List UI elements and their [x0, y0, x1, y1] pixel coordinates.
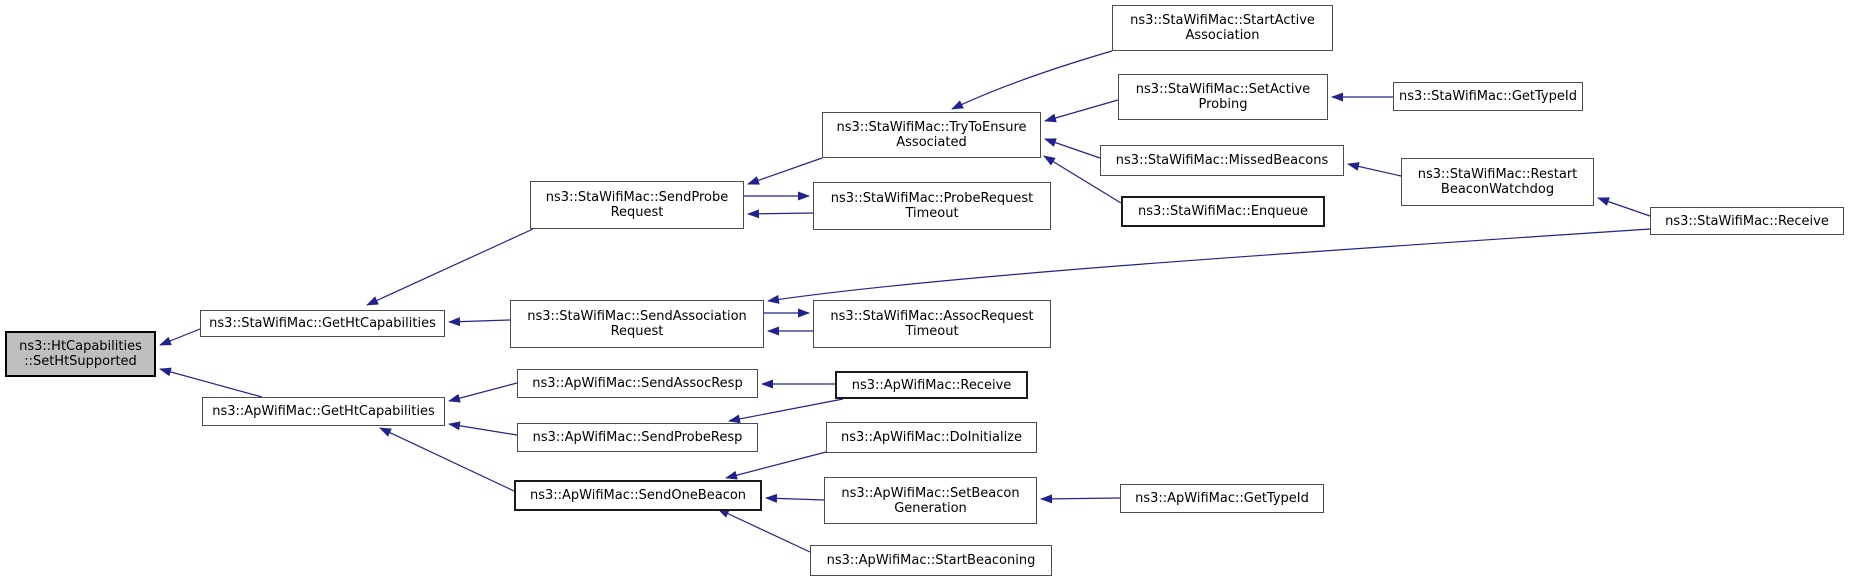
node-ap-send-one-beacon[interactable]: ns3::ApWifiMac::SendOneBeacon — [514, 480, 762, 511]
edge-sta-send-association-request-to-sta-get-ht-capabilities — [448, 317, 511, 327]
node-label-line: Timeout — [905, 206, 959, 221]
node-label-line: Request — [610, 205, 664, 220]
node-label-line: ns3::ApWifiMac::SendProbeResp — [532, 430, 743, 445]
edge-ap-get-type-id-to-ap-set-beacon-generation — [1040, 494, 1121, 504]
node-ap-do-initialize[interactable]: ns3::ApWifiMac::DoInitialize — [826, 422, 1037, 453]
node-ap-send-probe-resp[interactable]: ns3::ApWifiMac::SendProbeResp — [517, 423, 758, 452]
edge-sta-set-active-probing-to-sta-try-to-ensure-associated — [1044, 99, 1119, 123]
node-label-line: ns3::ApWifiMac::Receive — [851, 377, 1012, 393]
node-label-line: ns3::ApWifiMac::DoInitialize — [840, 430, 1023, 445]
edge-ap-send-assoc-resp-to-ap-get-ht-capabilities — [448, 382, 518, 403]
node-ap-receive[interactable]: ns3::ApWifiMac::Receive — [835, 371, 1028, 399]
node-label-line: ns3::StaWifiMac::Enqueue — [1138, 204, 1308, 219]
edge-sta-restart-beacon-watchdog-to-sta-missed-beacons — [1347, 162, 1402, 177]
node-label-line: ns3::StaWifiMac::Receive — [1665, 213, 1829, 229]
node-label-line: ns3::StaWifiMac::ProbeRequest — [830, 191, 1034, 206]
node-label-line: ns3::StaWifiMac::SendProbe — [545, 190, 729, 205]
node-label-line: Request — [610, 324, 664, 339]
node-label-line: ns3::StaWifiMac::AssocRequest — [830, 309, 1034, 324]
node-ap-get-ht-capabilities[interactable]: ns3::ApWifiMac::GetHtCapabilities — [202, 397, 445, 426]
node-label-line: ns3::ApWifiMac::SendOneBeacon — [529, 488, 747, 503]
node-sta-missed-beacons[interactable]: ns3::StaWifiMac::MissedBeacons — [1100, 145, 1344, 176]
edge-ap-set-beacon-generation-to-ap-send-one-beacon — [765, 493, 825, 503]
node-label-line: Association — [1185, 28, 1260, 43]
edge-sta-send-probe-request-to-sta-get-ht-capabilities — [366, 228, 534, 306]
edge-sta-receive-to-sta-send-association-request — [767, 228, 1651, 304]
node-label-line: Generation — [894, 500, 967, 516]
node-label-line: ns3::StaWifiMac::GetTypeId — [1399, 89, 1577, 104]
node-label-line: ns3::StaWifiMac::TryToEnsure — [836, 120, 1027, 135]
node-sta-get-type-id[interactable]: ns3::StaWifiMac::GetTypeId — [1393, 82, 1583, 111]
edge-sta-start-active-association-to-sta-try-to-ensure-associated — [951, 50, 1113, 110]
node-set-ht-supported[interactable]: ns3::HtCapabilities::SetHtSupported — [5, 331, 156, 377]
node-label-line: ns3::StaWifiMac::MissedBeacons — [1115, 153, 1329, 168]
node-ap-send-assoc-resp[interactable]: ns3::ApWifiMac::SendAssocResp — [517, 369, 758, 398]
edge-ap-start-beaconing-to-ap-send-one-beacon — [717, 508, 811, 553]
edge-ap-send-probe-resp-to-ap-get-ht-capabilities — [448, 421, 518, 436]
node-label-line: BeaconWatchdog — [1440, 182, 1555, 197]
edge-sta-get-ht-capabilities-to-set-ht-supported — [159, 328, 201, 346]
node-label-line: ns3::ApWifiMac::GetTypeId — [1135, 491, 1309, 506]
edge-ap-receive-to-ap-send-probe-resp — [728, 398, 844, 424]
node-label-line: Probing — [1198, 97, 1248, 112]
node-sta-get-ht-capabilities[interactable]: ns3::StaWifiMac::GetHtCapabilities — [200, 310, 445, 337]
node-label-line: ns3::StaWifiMac::StartActive — [1130, 13, 1315, 28]
node-label-line: ns3::StaWifiMac::SetActive — [1135, 82, 1311, 97]
node-sta-receive[interactable]: ns3::StaWifiMac::Receive — [1650, 207, 1844, 235]
node-label-line: Timeout — [905, 324, 959, 339]
node-ap-start-beaconing[interactable]: ns3::ApWifiMac::StartBeaconing — [810, 545, 1052, 576]
node-label-line: ns3::HtCapabilities — [19, 339, 142, 354]
edge-sta-missed-beacons-to-sta-try-to-ensure-associated — [1044, 138, 1101, 159]
node-label-line: ns3::ApWifiMac::SetBeacon — [841, 485, 1020, 501]
edge-sta-probe-request-timeout-to-sta-send-probe-request — [747, 209, 814, 219]
node-sta-enqueue[interactable]: ns3::StaWifiMac::Enqueue — [1121, 196, 1325, 227]
edge-sta-try-to-ensure-associated-to-sta-send-probe-request — [747, 157, 823, 185]
edge-ap-do-initialize-to-ap-send-one-beacon — [725, 451, 827, 480]
node-label-line: ns3::ApWifiMac::SendAssocResp — [532, 376, 743, 391]
edge-ap-get-ht-capabilities-to-set-ht-supported — [159, 367, 263, 398]
node-label-line: ns3::StaWifiMac::SendAssociation — [527, 309, 747, 324]
edge-ap-send-one-beacon-to-ap-get-ht-capabilities — [379, 427, 515, 492]
node-label-line: ns3::StaWifiMac::Restart — [1417, 167, 1578, 182]
node-ap-get-type-id[interactable]: ns3::ApWifiMac::GetTypeId — [1120, 484, 1324, 513]
edge-sta-enqueue-to-sta-try-to-ensure-associated — [1043, 155, 1122, 204]
node-label-line: ns3::ApWifiMac::StartBeaconing — [826, 553, 1036, 568]
node-label-line: ns3::StaWifiMac::GetHtCapabilities — [209, 316, 436, 331]
node-label-line: ::SetHtSupported — [24, 354, 137, 369]
node-label-line: ns3::ApWifiMac::GetHtCapabilities — [212, 404, 435, 419]
node-label-line: Associated — [896, 135, 967, 150]
edge-sta-receive-to-sta-restart-beacon-watchdog — [1597, 197, 1651, 217]
